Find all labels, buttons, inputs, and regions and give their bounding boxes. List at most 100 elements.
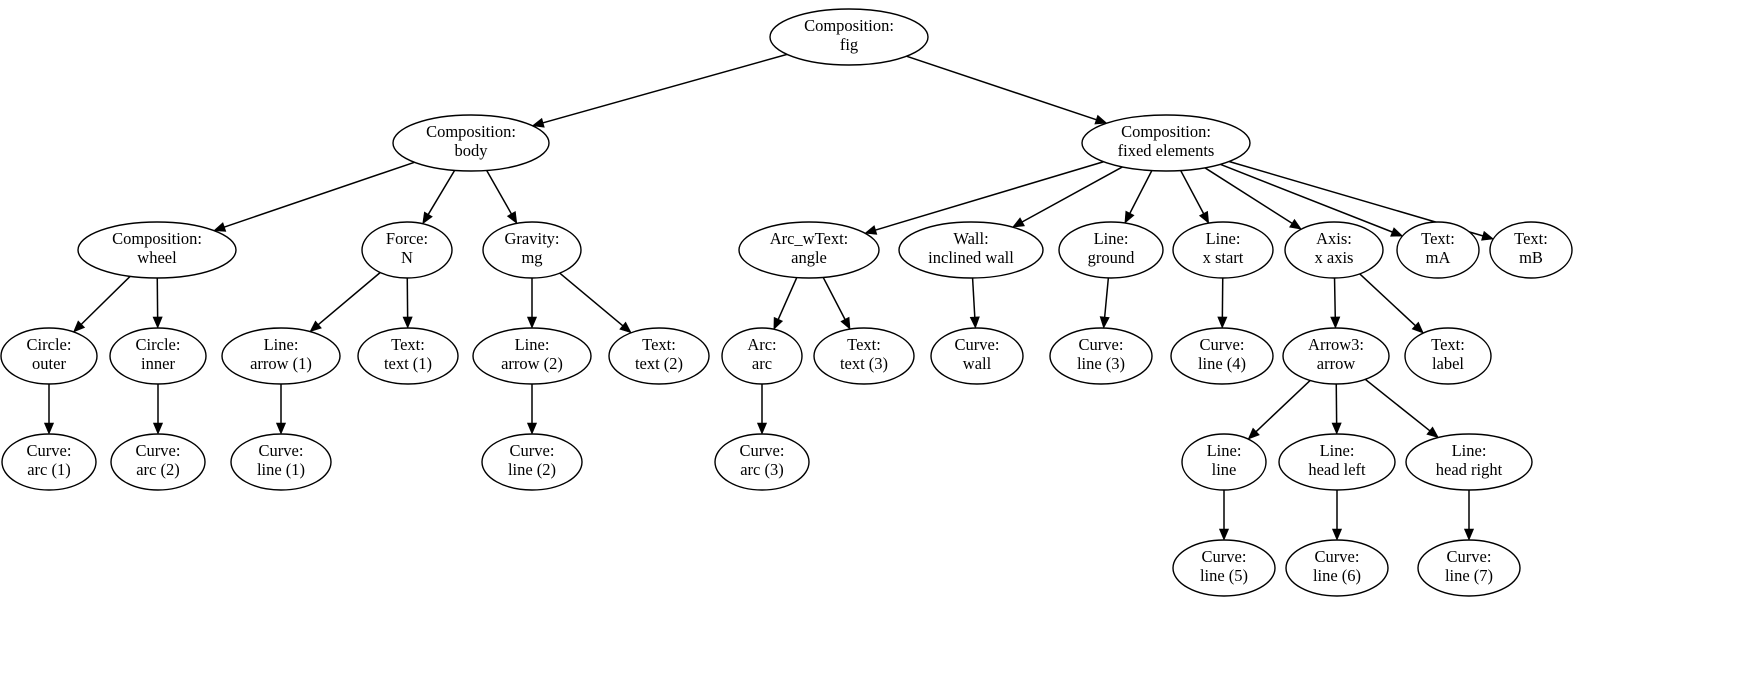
- node-curvearc3[interactable]: Curve:arc (3): [714, 433, 810, 491]
- node-shape-body[interactable]: [392, 114, 550, 172]
- node-shape-arrow3[interactable]: [1282, 327, 1390, 385]
- node-shape-arcwtext[interactable]: [738, 221, 880, 279]
- node-forceN[interactable]: Force:N: [361, 221, 453, 279]
- node-fixed[interactable]: Composition:fixed elements: [1081, 114, 1251, 172]
- node-shape-textmB[interactable]: [1489, 221, 1573, 279]
- node-shape-curvewall[interactable]: [930, 327, 1024, 385]
- node-shape-headright[interactable]: [1405, 433, 1533, 491]
- node-textmA[interactable]: Text:mA: [1396, 221, 1480, 279]
- node-text3[interactable]: Text:text (3): [813, 327, 915, 385]
- node-shape-arcarc[interactable]: [721, 327, 803, 385]
- node-shape-linearrow1[interactable]: [221, 327, 341, 385]
- node-shape-textmA[interactable]: [1396, 221, 1480, 279]
- node-label-line1: Curve:: [1200, 335, 1245, 354]
- edge-headleft-to-curveline6: [1331, 490, 1343, 541]
- node-lineline[interactable]: Line:line: [1181, 433, 1267, 491]
- node-label-line1: Curve:: [510, 441, 555, 460]
- node-text2[interactable]: Text:text (2): [608, 327, 710, 385]
- node-shape-headleft[interactable]: [1278, 433, 1396, 491]
- node-shape-curveline1[interactable]: [230, 433, 332, 491]
- node-body[interactable]: Composition:body: [392, 114, 550, 172]
- node-shape-wall[interactable]: [898, 221, 1044, 279]
- node-curvearc2[interactable]: Curve:arc (2): [110, 433, 206, 491]
- node-label-fixed: Composition:fixed elements: [1118, 122, 1215, 160]
- node-wheel[interactable]: Composition:wheel: [77, 221, 237, 279]
- node-ground[interactable]: Line:ground: [1058, 221, 1164, 279]
- node-label-line1: Line:: [1320, 441, 1355, 460]
- node-gravity[interactable]: Gravity:mg: [482, 221, 582, 279]
- node-wall[interactable]: Wall:inclined wall: [898, 221, 1044, 279]
- edge-line: [427, 169, 456, 215]
- node-circouter[interactable]: Circle:outer: [0, 327, 98, 385]
- node-curveline5[interactable]: Curve:line (5): [1172, 539, 1276, 597]
- node-shape-text1[interactable]: [357, 327, 459, 385]
- node-xaxis[interactable]: Axis:x axis: [1284, 221, 1384, 279]
- node-shape-xstart[interactable]: [1172, 221, 1274, 279]
- node-shape-circouter[interactable]: [0, 327, 98, 385]
- node-shape-xaxis[interactable]: [1284, 221, 1384, 279]
- node-curveline7[interactable]: Curve:line (7): [1417, 539, 1521, 597]
- node-curvewall[interactable]: Curve:wall: [930, 327, 1024, 385]
- node-linearrow1[interactable]: Line:arrow (1): [221, 327, 341, 385]
- node-arrow3[interactable]: Arrow3:arrow: [1282, 327, 1390, 385]
- node-arcarc[interactable]: Arc:arc: [721, 327, 803, 385]
- node-label-linearrow2: Line:arrow (2): [501, 335, 563, 373]
- node-shape-lineline[interactable]: [1181, 433, 1267, 491]
- node-curvearc1[interactable]: Curve:arc (1): [1, 433, 97, 491]
- node-circinner[interactable]: Circle:inner: [109, 327, 207, 385]
- node-shape-curvearc3[interactable]: [714, 433, 810, 491]
- node-shape-curveline5[interactable]: [1172, 539, 1276, 597]
- node-label-line1: Text:: [847, 335, 881, 354]
- node-label-line1: Circle:: [27, 335, 72, 354]
- edge-line: [1359, 273, 1416, 327]
- node-label-line2: label: [1432, 354, 1464, 373]
- arrowhead-icon: [275, 422, 287, 435]
- node-shape-wheel[interactable]: [77, 221, 237, 279]
- node-shape-textlabel[interactable]: [1404, 327, 1492, 385]
- node-linearrow2[interactable]: Line:arrow (2): [472, 327, 592, 385]
- node-curveline3[interactable]: Curve:line (3): [1049, 327, 1153, 385]
- edge-fixed-to-wall: [1011, 166, 1123, 228]
- node-shape-fixed[interactable]: [1081, 114, 1251, 172]
- node-shape-circinner[interactable]: [109, 327, 207, 385]
- node-shape-curveline3[interactable]: [1049, 327, 1153, 385]
- node-shape-curveline2[interactable]: [481, 433, 583, 491]
- node-curveline4[interactable]: Curve:line (4): [1170, 327, 1274, 385]
- node-label-body: Composition:body: [426, 122, 516, 160]
- node-shape-fig[interactable]: [769, 8, 929, 66]
- node-textlabel[interactable]: Text:label: [1404, 327, 1492, 385]
- arrowhead-icon: [1124, 210, 1135, 224]
- node-shape-curveline6[interactable]: [1285, 539, 1389, 597]
- node-shape-linearrow2[interactable]: [472, 327, 592, 385]
- node-shape-text3[interactable]: [813, 327, 915, 385]
- edge-fixed-to-textmA: [1220, 163, 1404, 237]
- node-shape-curvearc2[interactable]: [110, 433, 206, 491]
- node-shape-ground[interactable]: [1058, 221, 1164, 279]
- node-shape-gravity[interactable]: [482, 221, 582, 279]
- node-xstart[interactable]: Line:x start: [1172, 221, 1274, 279]
- node-headleft[interactable]: Line:head left: [1278, 433, 1396, 491]
- node-text1[interactable]: Text:text (1): [357, 327, 459, 385]
- node-label-text2: Text:text (2): [635, 335, 683, 373]
- node-label-curveline2: Curve:line (2): [508, 441, 556, 479]
- node-fig[interactable]: Composition:fig: [769, 8, 929, 66]
- node-shape-curveline7[interactable]: [1417, 539, 1521, 597]
- node-shape-forceN[interactable]: [361, 221, 453, 279]
- node-label-headright: Line:head right: [1436, 441, 1503, 479]
- node-label-textmB: Text:mB: [1514, 229, 1548, 267]
- edge-linearrow2-to-curveline2: [526, 384, 538, 435]
- node-shape-curvearc1[interactable]: [1, 433, 97, 491]
- node-curveline2[interactable]: Curve:line (2): [481, 433, 583, 491]
- node-curveline6[interactable]: Curve:line (6): [1285, 539, 1389, 597]
- node-shape-text2[interactable]: [608, 327, 710, 385]
- edge-line: [1103, 277, 1110, 318]
- arrowhead-icon: [526, 316, 538, 329]
- node-shape-curveline4[interactable]: [1170, 327, 1274, 385]
- node-arcwtext[interactable]: Arc_wText:angle: [738, 221, 880, 279]
- node-headright[interactable]: Line:head right: [1405, 433, 1533, 491]
- edge-headright-to-curveline7: [1463, 490, 1475, 541]
- edge-forceN-to-text1: [402, 277, 413, 329]
- node-textmB[interactable]: Text:mB: [1489, 221, 1573, 279]
- edge-line: [485, 170, 513, 215]
- node-curveline1[interactable]: Curve:line (1): [230, 433, 332, 491]
